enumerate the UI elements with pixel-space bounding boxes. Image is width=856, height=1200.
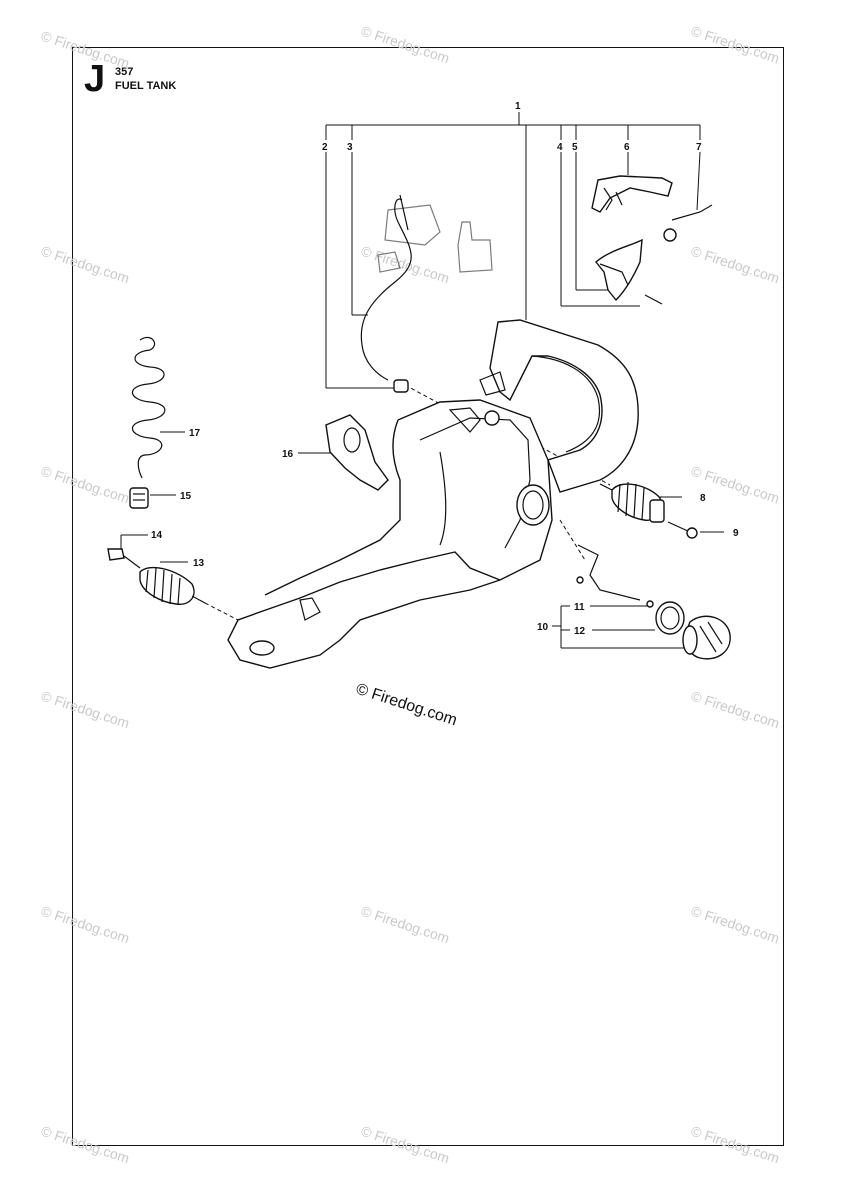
center-watermark: © Firedog.com bbox=[354, 681, 459, 730]
watermark: © Firedog.com bbox=[39, 463, 131, 507]
watermark: © Firedog.com bbox=[689, 903, 781, 947]
watermark: © Firedog.com bbox=[359, 23, 451, 67]
fuel-tank-body bbox=[227, 319, 639, 669]
watermark: © Firedog.com bbox=[39, 28, 131, 72]
av-element-left bbox=[107, 548, 206, 605]
fuel-hose bbox=[360, 194, 412, 381]
watermark: © Firedog.com bbox=[689, 23, 781, 67]
section-letter: J bbox=[84, 58, 106, 100]
deflector-part bbox=[325, 414, 389, 491]
callout-8: 8 bbox=[700, 493, 706, 504]
watermark: © Firedog.com bbox=[359, 243, 451, 287]
watermark: © Firedog.com bbox=[689, 243, 781, 287]
callout-12: 12 bbox=[574, 626, 586, 637]
callout-16: 16 bbox=[282, 449, 294, 460]
watermark: © Firedog.com bbox=[359, 903, 451, 947]
watermark: © Firedog.com bbox=[39, 1123, 131, 1167]
filter-bracket-faint bbox=[377, 204, 493, 273]
callout-5: 5 bbox=[572, 142, 578, 153]
watermark: © Firedog.com bbox=[359, 1123, 451, 1167]
callout-labels: 1 2 3 4 5 6 7 8 9 10 11 12 13 14 15 16 1… bbox=[151, 101, 739, 637]
callout-11: 11 bbox=[574, 602, 585, 613]
callout-17: 17 bbox=[189, 428, 201, 439]
callout-2: 2 bbox=[322, 142, 328, 153]
callout-13: 13 bbox=[193, 558, 205, 569]
callout-14: 14 bbox=[151, 530, 163, 541]
watermark: © Firedog.com bbox=[39, 243, 131, 287]
watermark: © Firedog.com bbox=[689, 1123, 781, 1167]
throttle-parts bbox=[591, 175, 713, 305]
av-element-right bbox=[599, 481, 698, 539]
callout-4: 4 bbox=[557, 142, 563, 153]
callout-7: 7 bbox=[696, 142, 702, 153]
model-number: 357 bbox=[115, 66, 134, 78]
callout-3: 3 bbox=[347, 142, 353, 153]
fuel-filter bbox=[129, 487, 149, 509]
callout-1: 1 bbox=[515, 101, 521, 112]
fuel-grommet bbox=[393, 379, 409, 393]
callout-15: 15 bbox=[180, 491, 192, 502]
diagram-title: FUEL TANK bbox=[115, 80, 177, 92]
coil-spring bbox=[131, 336, 166, 479]
callout-10: 10 bbox=[537, 622, 549, 633]
watermark: © Firedog.com bbox=[39, 688, 131, 732]
watermark: © Firedog.com bbox=[689, 688, 781, 732]
fuel-cap-assembly bbox=[576, 544, 731, 660]
watermark: © Firedog.com bbox=[39, 903, 131, 947]
diagram-frame bbox=[72, 47, 784, 1146]
callout-6: 6 bbox=[624, 142, 630, 153]
callout-9: 9 bbox=[733, 528, 739, 539]
